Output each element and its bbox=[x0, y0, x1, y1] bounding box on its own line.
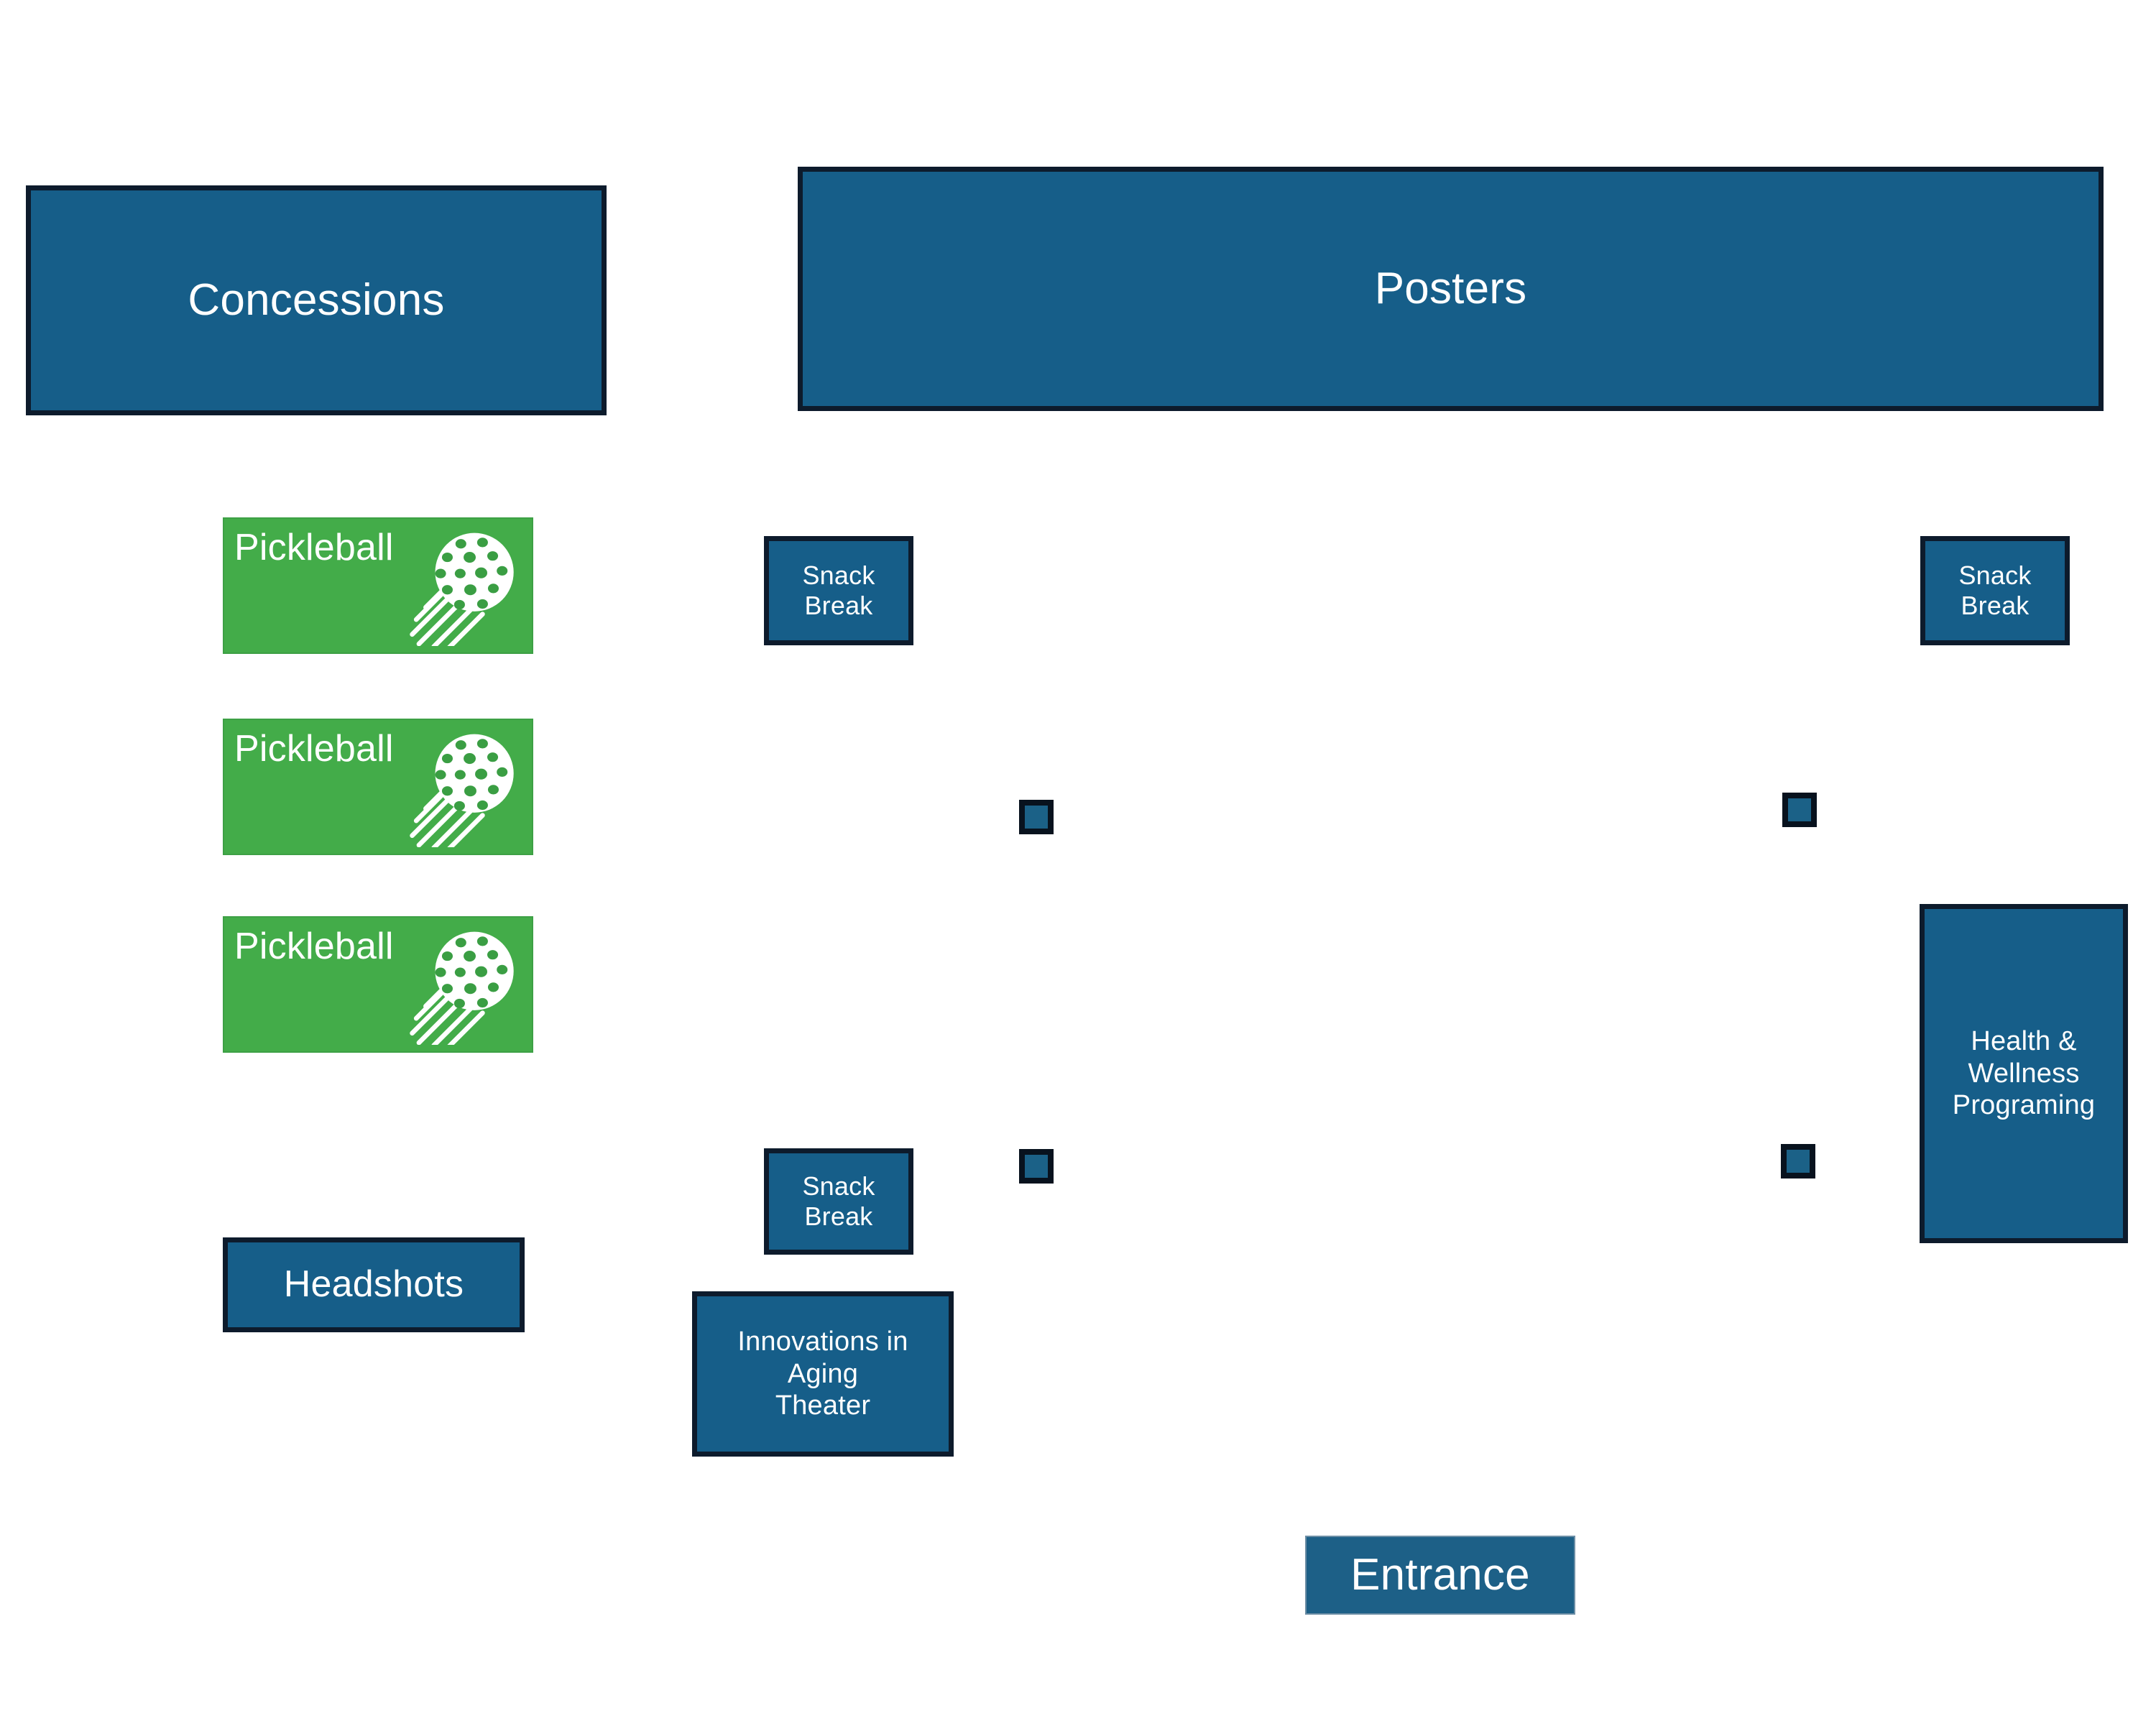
pickleball-icon bbox=[407, 926, 522, 1049]
court-1-content: Pickleball bbox=[224, 519, 532, 652]
area-posters-label: Posters bbox=[1374, 264, 1527, 314]
area-health-wellness-programing[interactable]: Health & Wellness Programing bbox=[1920, 904, 2128, 1243]
area-snack-break-top-right[interactable]: Snack Break bbox=[1920, 536, 2070, 645]
area-entrance[interactable]: Entrance bbox=[1305, 1536, 1575, 1615]
area-innovations-aging-theater[interactable]: Innovations in Aging Theater bbox=[692, 1291, 954, 1457]
area-innovations-aging-theater-label: Innovations in Aging Theater bbox=[737, 1326, 908, 1421]
area-posters[interactable]: Posters bbox=[798, 167, 2104, 411]
pickleball-icon bbox=[407, 729, 522, 852]
area-concessions[interactable]: Concessions bbox=[26, 185, 607, 415]
area-entrance-label: Entrance bbox=[1350, 1550, 1530, 1600]
booth-marker-upper-left[interactable] bbox=[1019, 800, 1054, 834]
booth-marker-upper-right[interactable] bbox=[1782, 793, 1817, 827]
area-pickleball-court-1[interactable]: Pickleball bbox=[223, 517, 533, 654]
area-headshots-label: Headshots bbox=[283, 1263, 464, 1306]
area-snack-break-bottom-left[interactable]: Snack Break bbox=[764, 1148, 913, 1255]
area-pickleball-court-2-label: Pickleball bbox=[234, 728, 394, 770]
booth-marker-lower-left[interactable] bbox=[1019, 1149, 1054, 1184]
area-pickleball-court-3[interactable]: Pickleball bbox=[223, 916, 533, 1053]
area-headshots[interactable]: Headshots bbox=[223, 1237, 525, 1332]
court-3-content: Pickleball bbox=[224, 918, 532, 1051]
pickleball-icon bbox=[407, 527, 522, 650]
area-snack-break-top-right-label: Snack Break bbox=[1958, 560, 2032, 620]
area-snack-break-top-left[interactable]: Snack Break bbox=[764, 536, 913, 645]
booth-marker-lower-right[interactable] bbox=[1781, 1144, 1815, 1178]
court-2-content: Pickleball bbox=[224, 720, 532, 854]
area-pickleball-court-1-label: Pickleball bbox=[234, 527, 394, 568]
area-snack-break-bottom-left-label: Snack Break bbox=[802, 1171, 875, 1231]
area-pickleball-court-3-label: Pickleball bbox=[234, 926, 394, 967]
area-health-wellness-programing-label: Health & Wellness Programing bbox=[1952, 1025, 2096, 1121]
area-concessions-label: Concessions bbox=[188, 275, 445, 326]
area-snack-break-top-left-label: Snack Break bbox=[802, 560, 875, 620]
area-pickleball-court-2[interactable]: Pickleball bbox=[223, 719, 533, 855]
